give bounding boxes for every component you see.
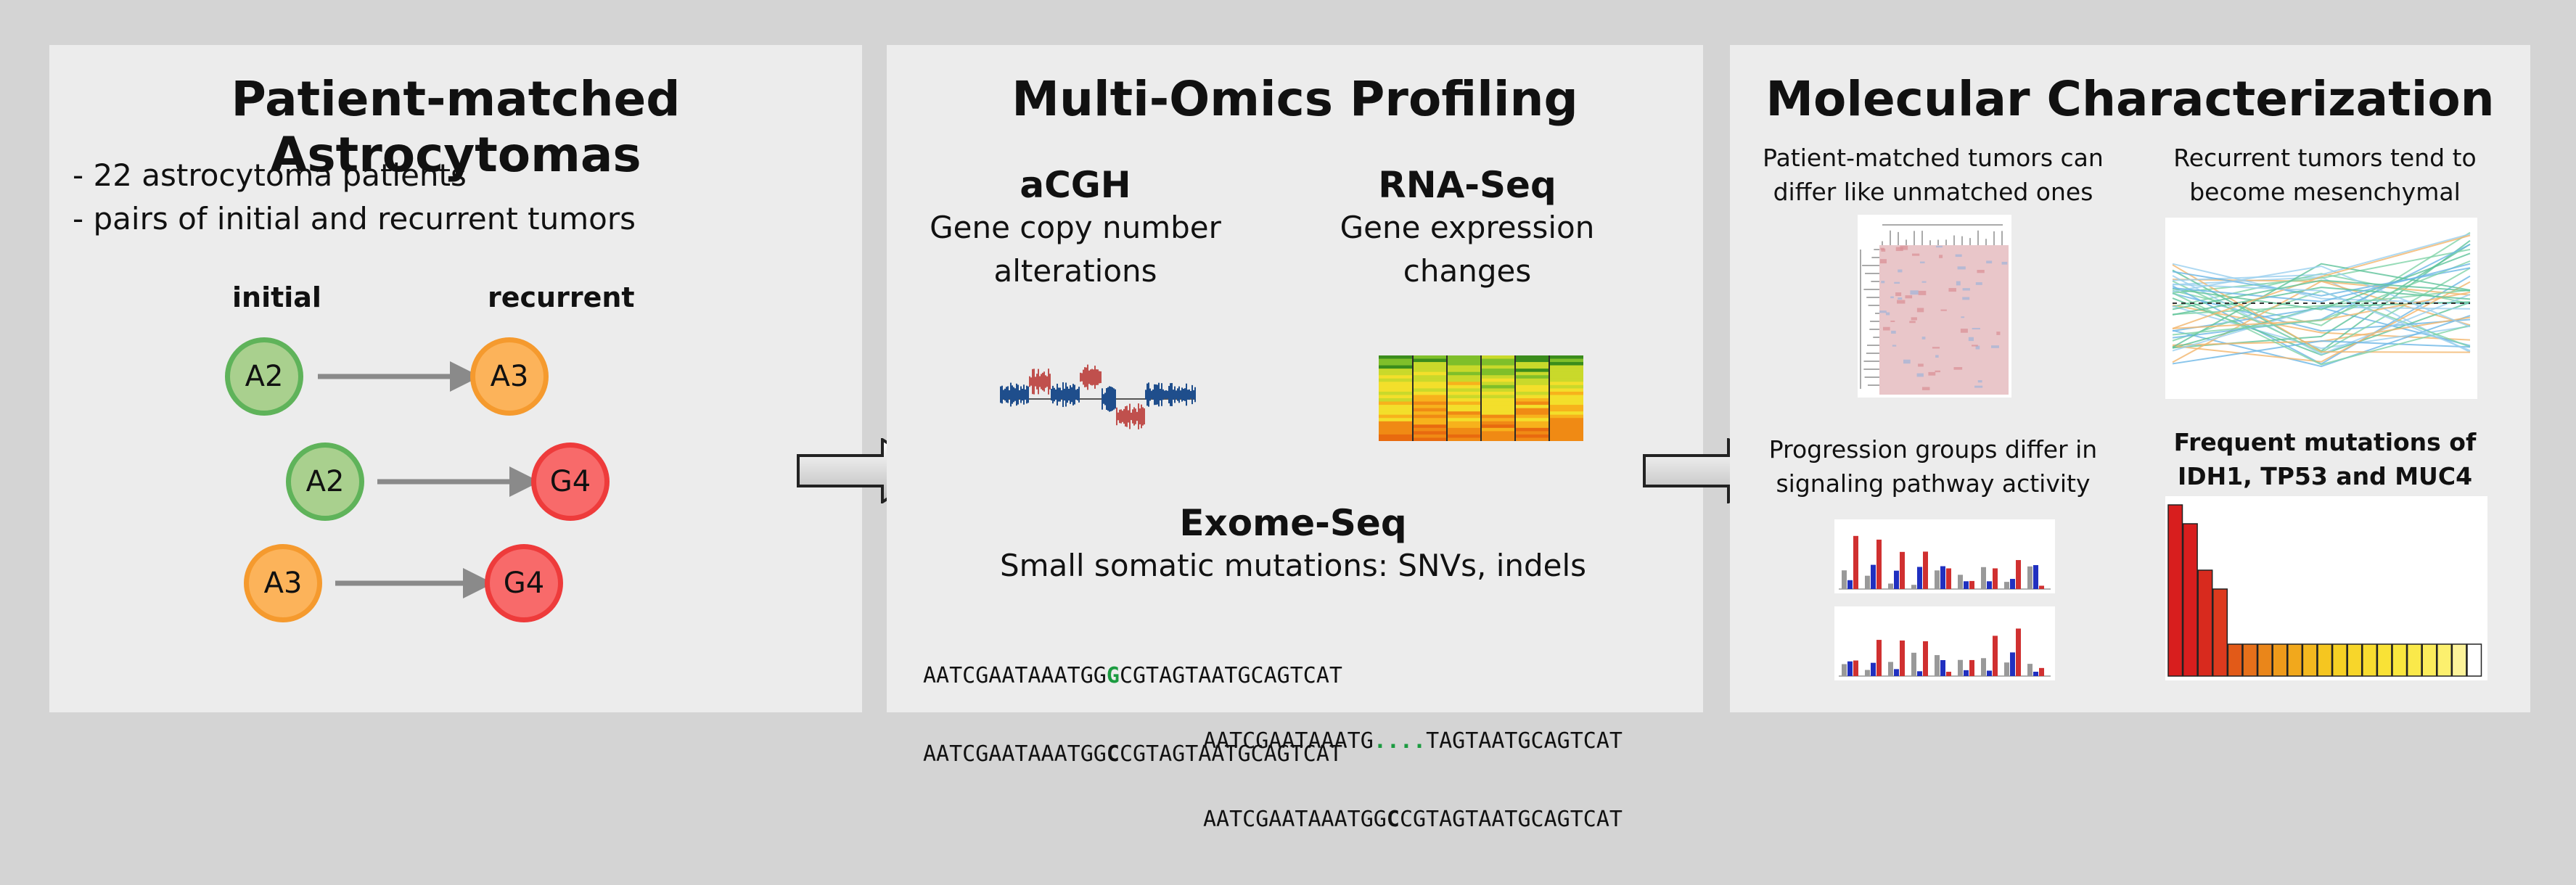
panel-title: Molecular Characterization (1765, 71, 2495, 127)
method-rnaseq: RNA-Seq Gene expression changes (1300, 164, 1634, 293)
method-acgh: aCGH Gene copy number alterations (908, 164, 1242, 293)
tumor-node-initial: A3 (244, 544, 322, 622)
method-desc: alterations (993, 253, 1157, 289)
panel-patient-matched: Patient-matched Astrocytomas - 22 astroc… (49, 45, 862, 712)
method-name: RNA-Seq (1378, 164, 1556, 206)
method-desc: Small somatic mutations: SNVs, indels (999, 548, 1587, 583)
sequence-line: AATCGAATAAATGGGCGTAGTAATGCAGTCAT (923, 663, 1342, 688)
expression-heatmap-icon (1379, 355, 1583, 441)
method-exomeseq: Exome-Seq Small somatic mutations: SNVs,… (945, 502, 1641, 588)
bullet-list: - 22 astrocytoma patients - pairs of ini… (73, 154, 636, 241)
method-name: Exome-Seq (1179, 502, 1407, 544)
tumor-node-recurrent: G4 (485, 544, 563, 622)
progression-arrows (318, 361, 540, 598)
column-label-initial: initial (232, 281, 321, 313)
method-name: aCGH (1020, 164, 1131, 206)
method-desc: changes (1403, 253, 1532, 289)
panel-molecular-characterization: Molecular Characterization Patient-match… (1730, 45, 2530, 712)
pathway-bars-thumbnail (1834, 606, 2055, 680)
sequence-line: AATCGAATAAATGGCCGTAGTAATGCAGTCAT (1203, 807, 1623, 832)
pathway-bars-thumbnail (1834, 519, 2055, 593)
sequence-line: AATCGAATAAATG....TAGTAATGCAGTCAT (1203, 728, 1623, 754)
bullet-item: - 22 astrocytoma patients (73, 157, 467, 193)
column-label-recurrent: recurrent (488, 281, 635, 313)
method-desc: Gene copy number (930, 210, 1221, 245)
panel-title: Multi-Omics Profiling (1012, 71, 1578, 127)
tumor-node-initial: A2 (286, 442, 364, 521)
mutation-frequency-thumbnail (2165, 496, 2487, 680)
panel-multi-omics: Multi-Omics Profiling aCGH Gene copy num… (887, 45, 1703, 832)
bullet-item: - pairs of initial and recurrent tumors (73, 201, 636, 236)
panel-title: Patient-matched Astrocytomas (231, 71, 681, 183)
method-desc: Gene expression (1340, 210, 1595, 245)
tumor-node-initial: A2 (225, 337, 303, 416)
clustered-heatmap-thumbnail (1858, 215, 2011, 398)
copy-number-plot-icon (1000, 364, 1196, 429)
indel-sequence: AATCGAATAAATG....TAGTAATGCAGTCAT AATCGAA… (1203, 676, 1623, 885)
subtype-trajectory-thumbnail (2165, 218, 2477, 399)
tumor-node-recurrent: A3 (470, 337, 549, 416)
tumor-node-recurrent: G4 (531, 442, 610, 521)
